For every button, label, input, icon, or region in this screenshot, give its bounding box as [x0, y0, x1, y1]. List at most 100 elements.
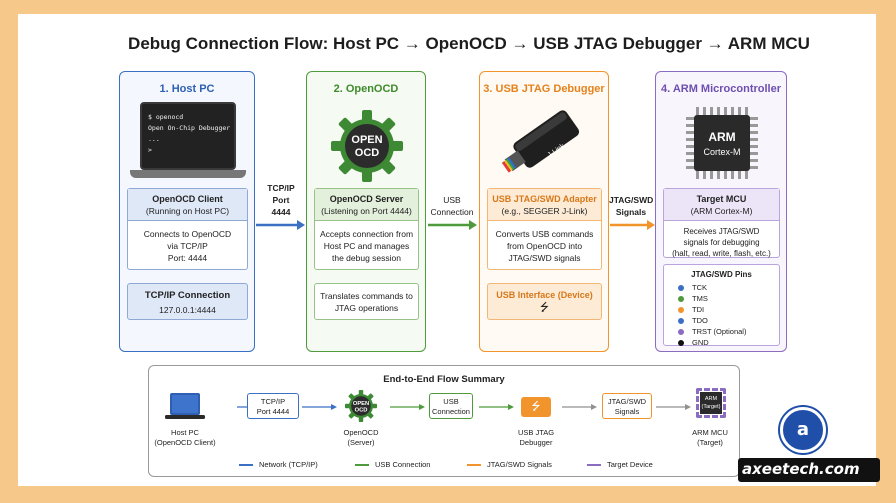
pin-row: TDO [678, 315, 708, 327]
client-subtitle: (Running on Host PC) [145, 206, 230, 216]
summary-usb-box: USB Connection [429, 393, 473, 419]
mcu-title: 4. ARM Microcontroller [661, 83, 781, 95]
pin-label: GND [692, 338, 709, 347]
summary-arrow [562, 404, 597, 410]
adapter-title: USB JTAG/SWD Adapter [492, 194, 597, 204]
adapter-desc-line: Converts USB commands [495, 229, 594, 239]
server-desc-line: Accepts connection from [319, 229, 414, 239]
usb-icon: ⭍ [539, 302, 550, 314]
watermark-text [738, 458, 880, 482]
pin-row: TMS [678, 293, 708, 305]
jtag-connector-text: JTAG/SWD [609, 195, 654, 205]
usb-connector-label: USB Connection [426, 194, 478, 218]
summary-chip-text: ARM [704, 396, 718, 402]
summary-jtag-box: JTAG/SWD Signals [602, 393, 652, 419]
summary-openocd-text: OpenOCD [343, 428, 379, 437]
summary-logo-text: OPEN [353, 401, 369, 407]
pin-dot [678, 329, 684, 336]
summary-arrow [479, 404, 514, 410]
translate-line: JTAG operations [334, 303, 399, 313]
flow-summary: End-to-End Flow Summary Host PC (OpenOCD… [148, 365, 740, 477]
pin-row: TRST (Optional) [678, 326, 746, 338]
pin-row: TCK [678, 282, 707, 294]
terminal-line: Open On-Chip Debugger [148, 124, 231, 132]
legend-label: JTAG/SWD Signals [487, 460, 552, 469]
usb-connector-text: USB [443, 195, 461, 205]
usb-interface-panel: USB Interface (Device) ⭍ [487, 283, 602, 320]
summary-openocd-icon: OPEN OCD [345, 390, 377, 422]
openocd-title: 2. OpenOCD [333, 83, 399, 95]
target-desc-line: Receives JTAG/SWD [683, 227, 760, 236]
jlink-device-icon: J-Link [501, 110, 580, 173]
summary-openocd-text: (Server) [347, 438, 375, 447]
summary-mcu-label: ARM MCU (Target) [682, 428, 738, 448]
pin-label: TDI [692, 305, 705, 314]
legend-label: USB Connection [375, 460, 431, 469]
jtag-arrow [610, 220, 655, 230]
openocd-server-panel: OpenOCD Server (Listening on Port 4444) … [314, 188, 419, 270]
pin-dot [678, 307, 684, 314]
laptop-icon: $ openocd Open On-Chip Debugger ... > [130, 102, 246, 184]
summary-usb-debugger-text: USB JTAG [517, 428, 555, 437]
legend-target: Target Device [587, 460, 653, 469]
axeetech-logo-icon: a [780, 407, 826, 453]
jtag-connector-label: JTAG/SWD Signals [609, 194, 653, 218]
jtag-adapter-panel: USB JTAG/SWD Adapter (e.g., SEGGER J-Lin… [487, 188, 602, 270]
tcp-title: TCP/IP Connection [144, 290, 231, 301]
usb-interface-title: USB Interface (Device) [496, 290, 593, 300]
summary-usb-text: Connection [432, 407, 470, 416]
tcp-arrow [256, 220, 305, 230]
tcp-connection-panel: TCP/IP Connection 127.0.0.1:4444 [127, 283, 248, 320]
pin-label: TDO [692, 316, 708, 325]
summary-arrow [656, 404, 691, 410]
client-title: OpenOCD Client [152, 194, 223, 204]
summary-jtag-text: Signals [614, 407, 640, 416]
summary-tcp-box: TCP/IP Port 4444 [247, 393, 299, 419]
logo-text: OCD [355, 147, 380, 159]
legend-label: Network (TCP/IP) [259, 460, 318, 469]
usb-arrow [428, 220, 477, 230]
pins-title: JTAG/SWD Pins [691, 270, 752, 279]
summary-host-text: Host PC [171, 428, 199, 437]
mcu-column: 4. ARM Microcontroller ARM Cortex-M Targ… [655, 71, 787, 352]
tcp-connector-label: TCP/IP Port 4444 [259, 182, 303, 218]
client-desc-line: Port: 4444 [167, 253, 208, 263]
watermark-label: axeetech.com [742, 460, 860, 478]
pin-dot [678, 285, 684, 292]
openocd-client-panel: OpenOCD Client (Running on Host PC) Conn… [127, 188, 248, 270]
target-mcu-panel: Target MCU (ARM Cortex-M) Receives JTAG/… [663, 188, 780, 258]
tcp-connector-text: Port [272, 195, 290, 205]
summary-arrow [302, 404, 337, 410]
summary-laptop-icon [165, 393, 205, 419]
legend-jtag: JTAG/SWD Signals [467, 460, 552, 469]
jtag-debugger-column: 3. USB JTAG Debugger J-Link USB JTAG/SWD… [479, 71, 609, 352]
pin-dot [678, 296, 684, 303]
pin-label: TMS [692, 294, 708, 303]
summary-host-label: Host PC (OpenOCD Client) [149, 428, 221, 448]
jtag-connector-text: Signals [615, 207, 647, 217]
legend-network: Network (TCP/IP) [239, 460, 318, 469]
host-pc-title: 1. Host PC [159, 83, 215, 95]
target-title: Target MCU [696, 194, 747, 204]
pin-label: TRST (Optional) [692, 327, 747, 336]
pin-row: GND [678, 337, 709, 349]
summary-logo-text: OCD [355, 407, 368, 413]
summary-title: End-to-End Flow Summary [383, 374, 505, 385]
tcp-connector-text: TCP/IP [267, 183, 295, 193]
usb-connector-text: Connection [430, 207, 474, 217]
summary-mcu-text: (Target) [697, 438, 723, 447]
server-subtitle: (Listening on Port 4444) [321, 206, 412, 216]
host-pc-column: 1. Host PC $ openocd Open On-Chip Debugg… [119, 71, 255, 352]
pin-row: TDI [678, 304, 704, 316]
translate-panel: Translates commands to JTAG operations [314, 283, 419, 320]
adapter-desc-line: from OpenOCD into [506, 241, 583, 251]
pin-dot [678, 318, 684, 325]
server-desc-line: Host PC and manages [323, 241, 410, 251]
summary-tcp-text: Port 4444 [256, 407, 290, 416]
translate-line: Translates commands to [320, 291, 413, 301]
chip-text: ARM [708, 130, 735, 144]
summary-tcp-text: TCP/IP [260, 397, 286, 406]
diagram-title: Debug Connection Flow: Host PC → OpenOCD… [128, 34, 810, 53]
